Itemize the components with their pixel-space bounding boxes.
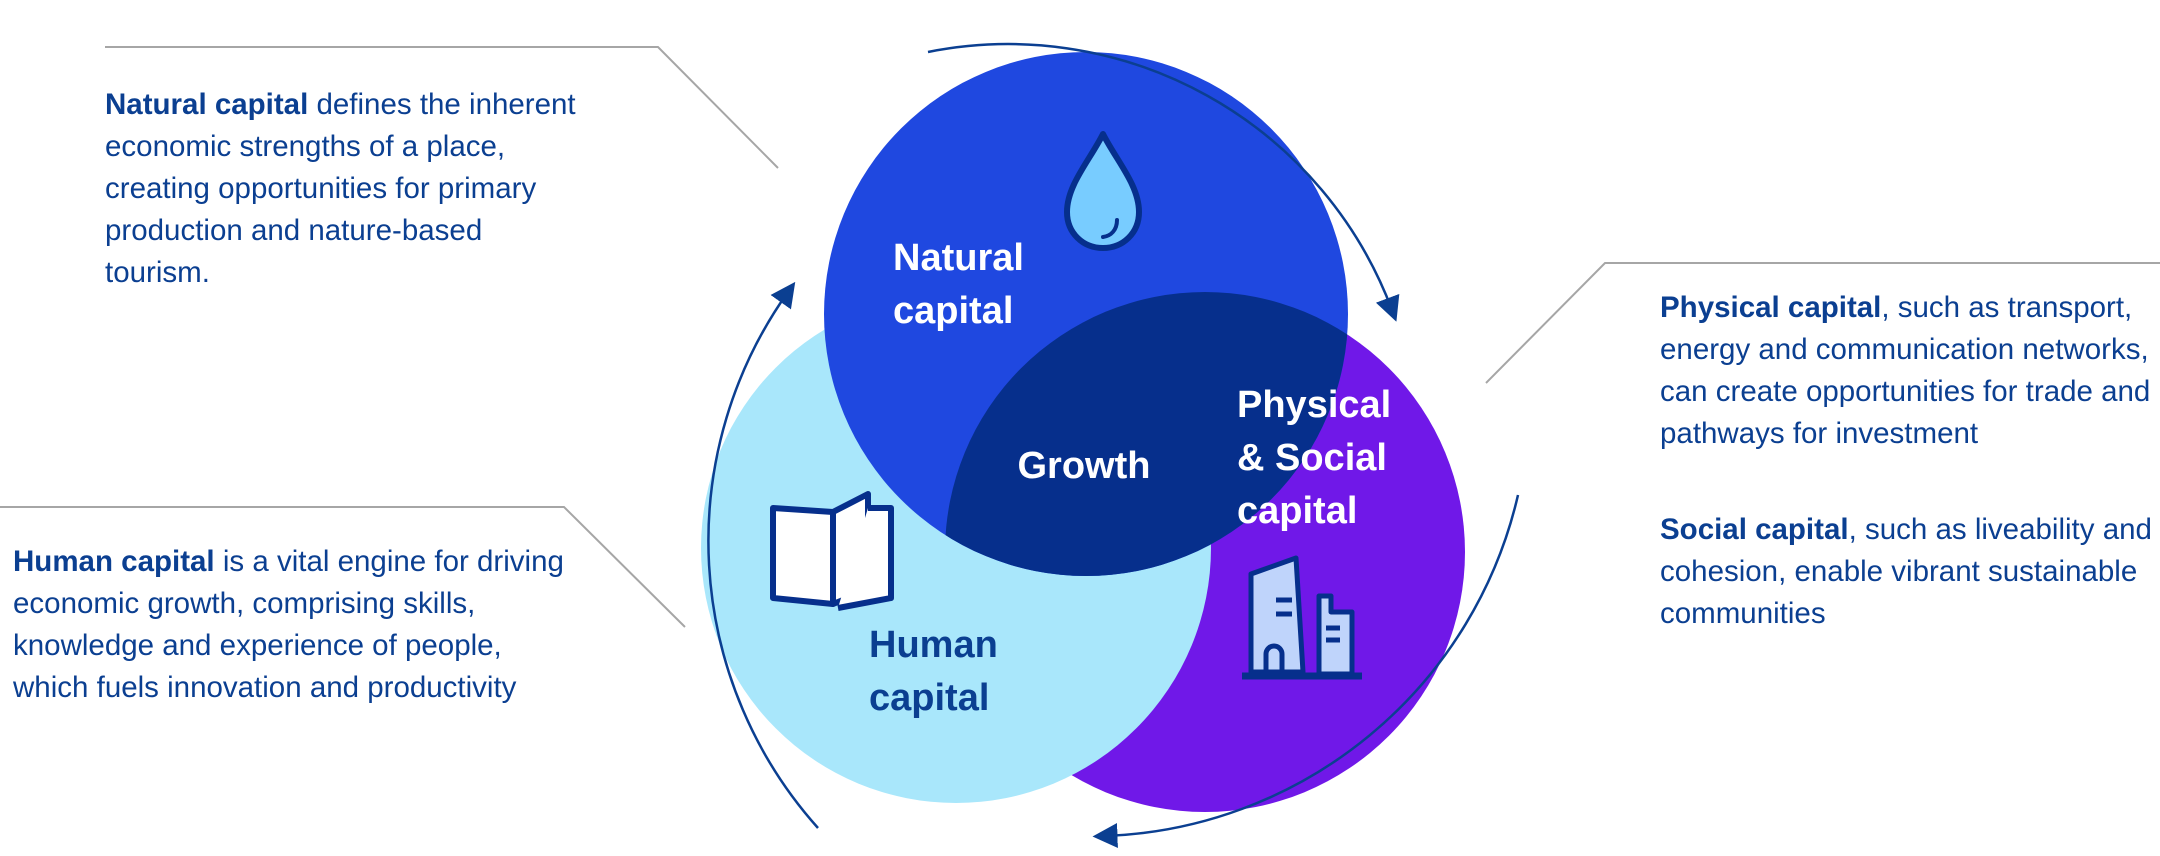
water-drop-icon — [1064, 131, 1142, 251]
buildings-icon — [1242, 555, 1362, 680]
leader-lines — [0, 46, 2160, 628]
natural-capital-label: Natural capital — [893, 237, 1034, 332]
arrow-physical-to-human — [1092, 494, 1520, 849]
cycle-arrows — [707, 42, 1520, 849]
natural-capital-description: Natural capital defines the inherent eco… — [105, 84, 595, 294]
social-capital-text: , such as liveability and cohesion, enab… — [1660, 513, 2152, 630]
physical-capital-text: , such as transport, energy and communic… — [1660, 291, 2151, 450]
social-capital-term: Social capital — [1660, 513, 1849, 546]
social-capital-description: Social capital, such as liveability and … — [1660, 509, 2155, 635]
human-capital-label: Human capital — [869, 624, 1008, 719]
leader-line-natural — [105, 46, 779, 169]
arrow-natural-to-physical — [927, 42, 1400, 322]
human-capital-description: Human capital is a vital engine for driv… — [13, 541, 573, 709]
natural-capital-term: Natural capital — [105, 88, 309, 121]
physical-capital-term: Physical capital — [1660, 291, 1882, 324]
leader-line-physical — [1485, 262, 2160, 384]
growth-label: Growth — [1018, 445, 1151, 487]
physical-social-capital-label: Physical & Social capital — [1237, 384, 1402, 532]
physical-capital-description: Physical capital, such as transport, ene… — [1660, 287, 2155, 455]
arrow-human-to-natural — [707, 281, 819, 829]
natural-capital-text: defines the inherent economic strengths … — [105, 88, 576, 289]
human-capital-text: is a vital engine for driving economic g… — [13, 545, 564, 704]
open-book-icon — [770, 491, 894, 611]
leader-line-human — [0, 506, 686, 628]
human-capital-term: Human capital — [13, 545, 215, 578]
